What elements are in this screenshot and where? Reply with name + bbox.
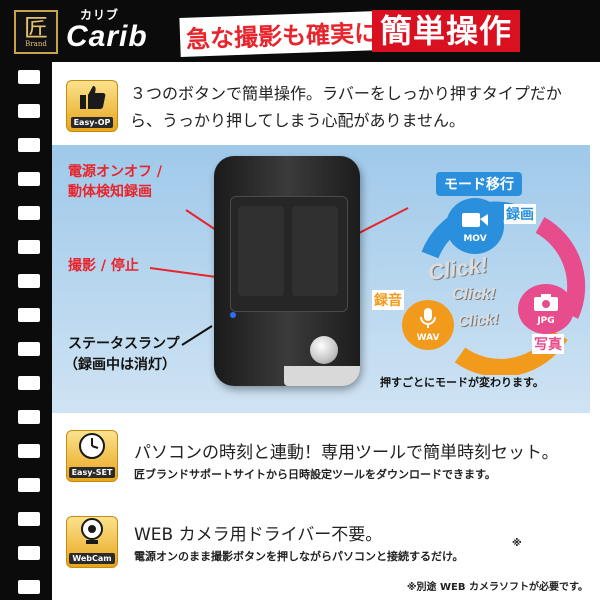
device-power-button [238, 206, 284, 296]
video-camera-icon [460, 209, 490, 234]
time-sync-title: パソコンの時刻と連動！専用ツールで簡単時刻セット。 [134, 443, 559, 463]
film-strip [0, 62, 52, 600]
label-power-line1: 電源オンオフ / [68, 164, 162, 180]
film-hole [18, 546, 40, 560]
film-hole [18, 512, 40, 526]
device-mode-button [292, 206, 338, 296]
film-hole [18, 376, 40, 390]
mode-photo: JPG [518, 284, 574, 334]
device-base [284, 366, 360, 386]
brand-logo: 匠 Brand [14, 10, 58, 54]
film-hole [18, 342, 40, 356]
webcam-sub: 電源オンのまま撮影ボタンを押しながらパソコンと接続するだけ。 [134, 550, 464, 563]
film-hole [18, 138, 40, 152]
mode-mov-label: MOV [463, 233, 487, 244]
click-text-2: Click! [452, 286, 496, 303]
easy-set-badge: Easy-SET [66, 430, 118, 482]
film-hole [18, 274, 40, 288]
device-illustration [214, 156, 360, 386]
brand-name: Carib [66, 20, 148, 53]
label-shoot: 撮影 / 停止 [68, 258, 139, 274]
time-sync-sub: 匠ブランドサポートサイトから日時設定ツールをダウンロードできます。 [134, 468, 496, 481]
label-power-line2: 動体検知録画 [68, 184, 152, 200]
film-hole [18, 206, 40, 220]
film-hole [18, 104, 40, 118]
badge-label: Easy-SET [68, 467, 116, 478]
logo-kanji: 匠 [24, 14, 48, 42]
film-hole [18, 410, 40, 424]
clock-icon [78, 432, 106, 465]
camera-lens [310, 336, 338, 364]
mode-caption: 押すごとにモードが変わります。 [380, 376, 544, 389]
camera-icon [532, 292, 560, 316]
webcam-icon [79, 518, 105, 551]
mode-title-box: モード移行 [436, 172, 522, 196]
brand-kana: カリブ [80, 8, 120, 22]
arrow-pink [535, 217, 586, 319]
film-hole [18, 580, 40, 594]
mode-movie: MOV [446, 198, 504, 254]
click-text-3: Click! [457, 310, 500, 331]
badge-label: Easy-OP [70, 117, 114, 128]
webcam-title: WEB カメラ用ドライバー不要。 [134, 525, 383, 545]
footnote: ※別途 WEB カメラソフトが必要です。 [406, 582, 588, 593]
mode-jpg-label: JPG [537, 316, 555, 326]
thumbs-up-icon [77, 84, 107, 115]
intro-text: ３つのボタンで簡単操作。ラバーをしっかり押すタイプだから、うっかり押してしまう心… [130, 84, 562, 130]
mode-audio: WAV [402, 300, 454, 350]
label-lamp-line1: ステータスランプ [68, 336, 180, 352]
header-bar: 匠 Brand カリブ Carib 急な撮影も確実に！ 簡単操作 [0, 0, 600, 62]
tagline-strong: 簡単操作 [372, 10, 521, 52]
film-hole [18, 444, 40, 458]
label-lamp-line2: （録画中は消灯） [64, 357, 176, 373]
microphone-icon [417, 307, 439, 333]
mode-photo-label: 写真 [532, 334, 564, 354]
easy-op-badge: Easy-OP [66, 80, 118, 132]
film-hole [18, 172, 40, 186]
webcam-badge: WebCam [66, 516, 118, 568]
mode-audio-label: 録音 [372, 290, 404, 310]
webcam-note-mark: ※ [512, 538, 522, 549]
film-hole [18, 240, 40, 254]
pointer-lamp [181, 325, 213, 346]
film-hole [18, 70, 40, 84]
logo-sub: Brand [25, 40, 47, 48]
mode-record-label: 録画 [504, 204, 536, 224]
mode-wav-label: WAV [416, 333, 440, 343]
film-hole [18, 308, 40, 322]
badge-label: WebCam [69, 553, 115, 564]
mode-title: モード移行 [444, 177, 514, 193]
status-lamp [230, 312, 236, 318]
film-hole [18, 478, 40, 492]
